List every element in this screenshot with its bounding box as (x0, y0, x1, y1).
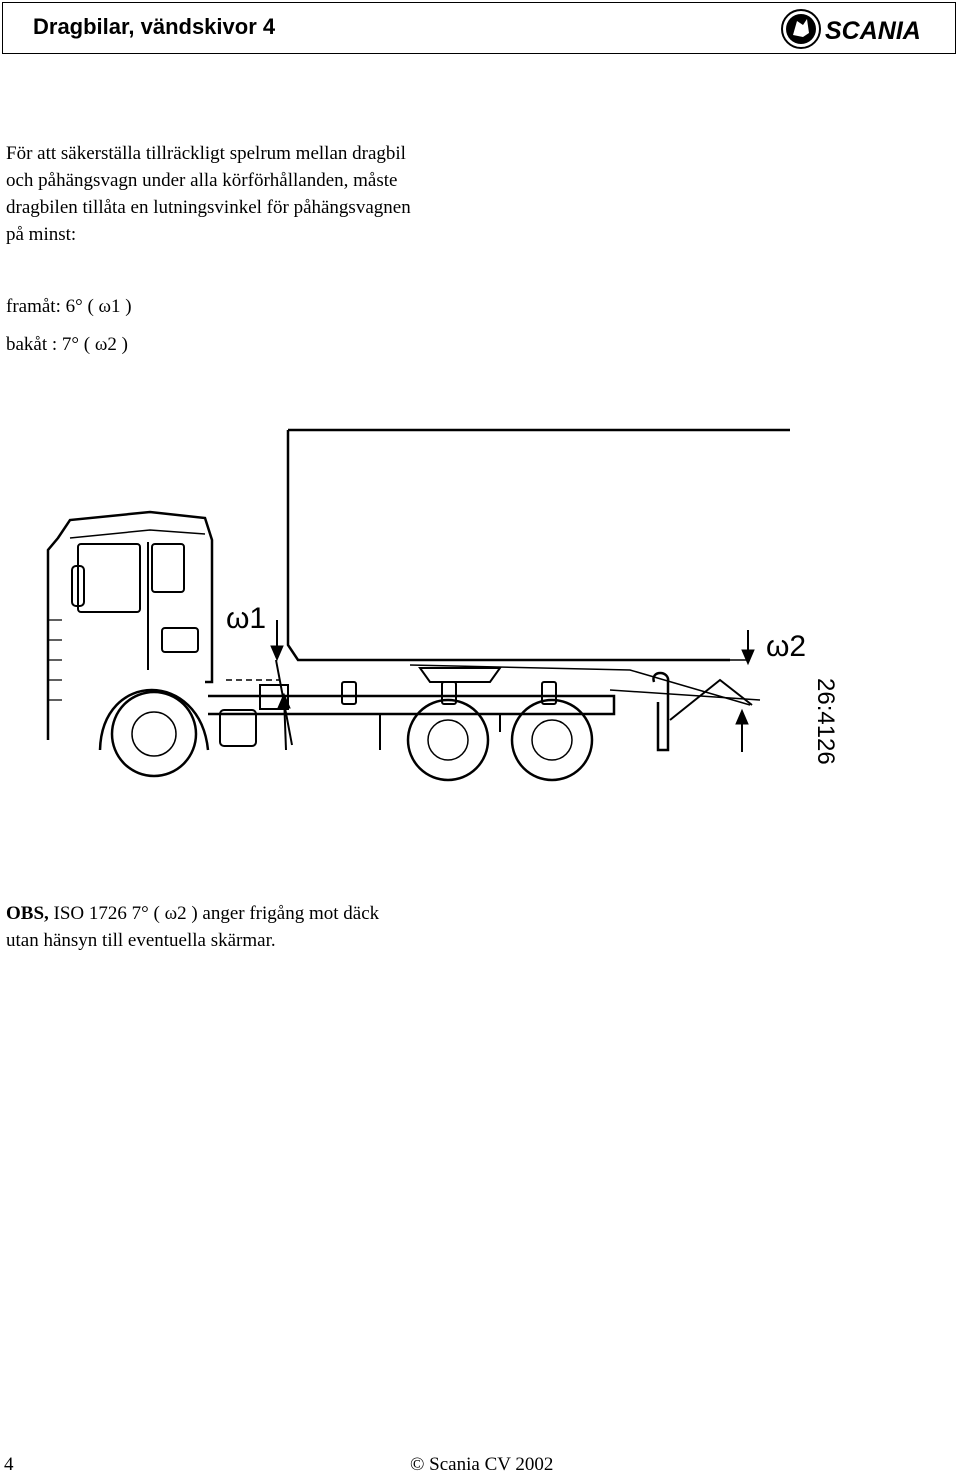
rear-wheel-1-icon (406, 698, 490, 782)
fifth-wheel (418, 667, 502, 683)
copyright: © Scania CV 2002 (410, 1454, 554, 1475)
angle-line-omega2 (609, 689, 761, 701)
intro-line: dragbilen tillåta en lutningsvinkel för … (6, 197, 411, 218)
label-omega1: ω1 (226, 602, 266, 635)
intro-line: på minst: (6, 224, 77, 245)
chassis-frame (208, 694, 616, 716)
intro-paragraph: För att säkerställa tillräckligt spelrum… (6, 140, 526, 248)
spec-rear-angle: bakåt : 7° ( ω2 ) (6, 334, 128, 355)
page-title: Dragbilar, vändskivor 4 (33, 14, 276, 39)
logo-wordmark: SCANIA (825, 17, 921, 45)
mirror-icon (71, 565, 85, 607)
trailer-rear-slope (669, 678, 753, 721)
front-wheel-icon (110, 690, 198, 778)
front-wheel-arch (98, 688, 210, 751)
trailer-frame-slope (409, 664, 751, 706)
note-text: ISO 1726 7° ( ω2 ) anger frigång mot däc… (48, 903, 380, 924)
cab-rear-window (151, 543, 185, 593)
trailer-body-outline (286, 428, 790, 662)
note-paragraph: OBS, ISO 1726 7° ( ω2 ) anger frigång mo… (6, 900, 526, 954)
page-number: 4 (4, 1454, 14, 1475)
figure-code: 26:4126 (812, 678, 839, 765)
front-underrun (219, 709, 257, 747)
page-header: Dragbilar, vändskivor 4 SCANIA (2, 2, 956, 54)
spec-front-angle: framåt: 6° ( ω1 ) (6, 296, 132, 317)
trailer-landing-gear (652, 671, 670, 752)
note-line2: utan hänsyn till eventuella skärmar. (6, 930, 276, 951)
rear-wheel-2-icon (510, 698, 594, 782)
truck-cab (46, 510, 214, 740)
suspension (379, 713, 510, 750)
cab-door-window (77, 543, 141, 613)
intro-line: och påhängsvagn under alla körförhålland… (6, 170, 398, 191)
scania-logo: SCANIA (781, 9, 921, 49)
cab-side-vent (161, 627, 199, 653)
intro-line: För att säkerställa tillräckligt spelrum… (6, 143, 406, 164)
truck-trailer-diagram: ω1 ω2 26:4126 (46, 428, 839, 782)
label-omega2: ω2 (766, 630, 806, 663)
note-bold: OBS, (6, 903, 49, 924)
